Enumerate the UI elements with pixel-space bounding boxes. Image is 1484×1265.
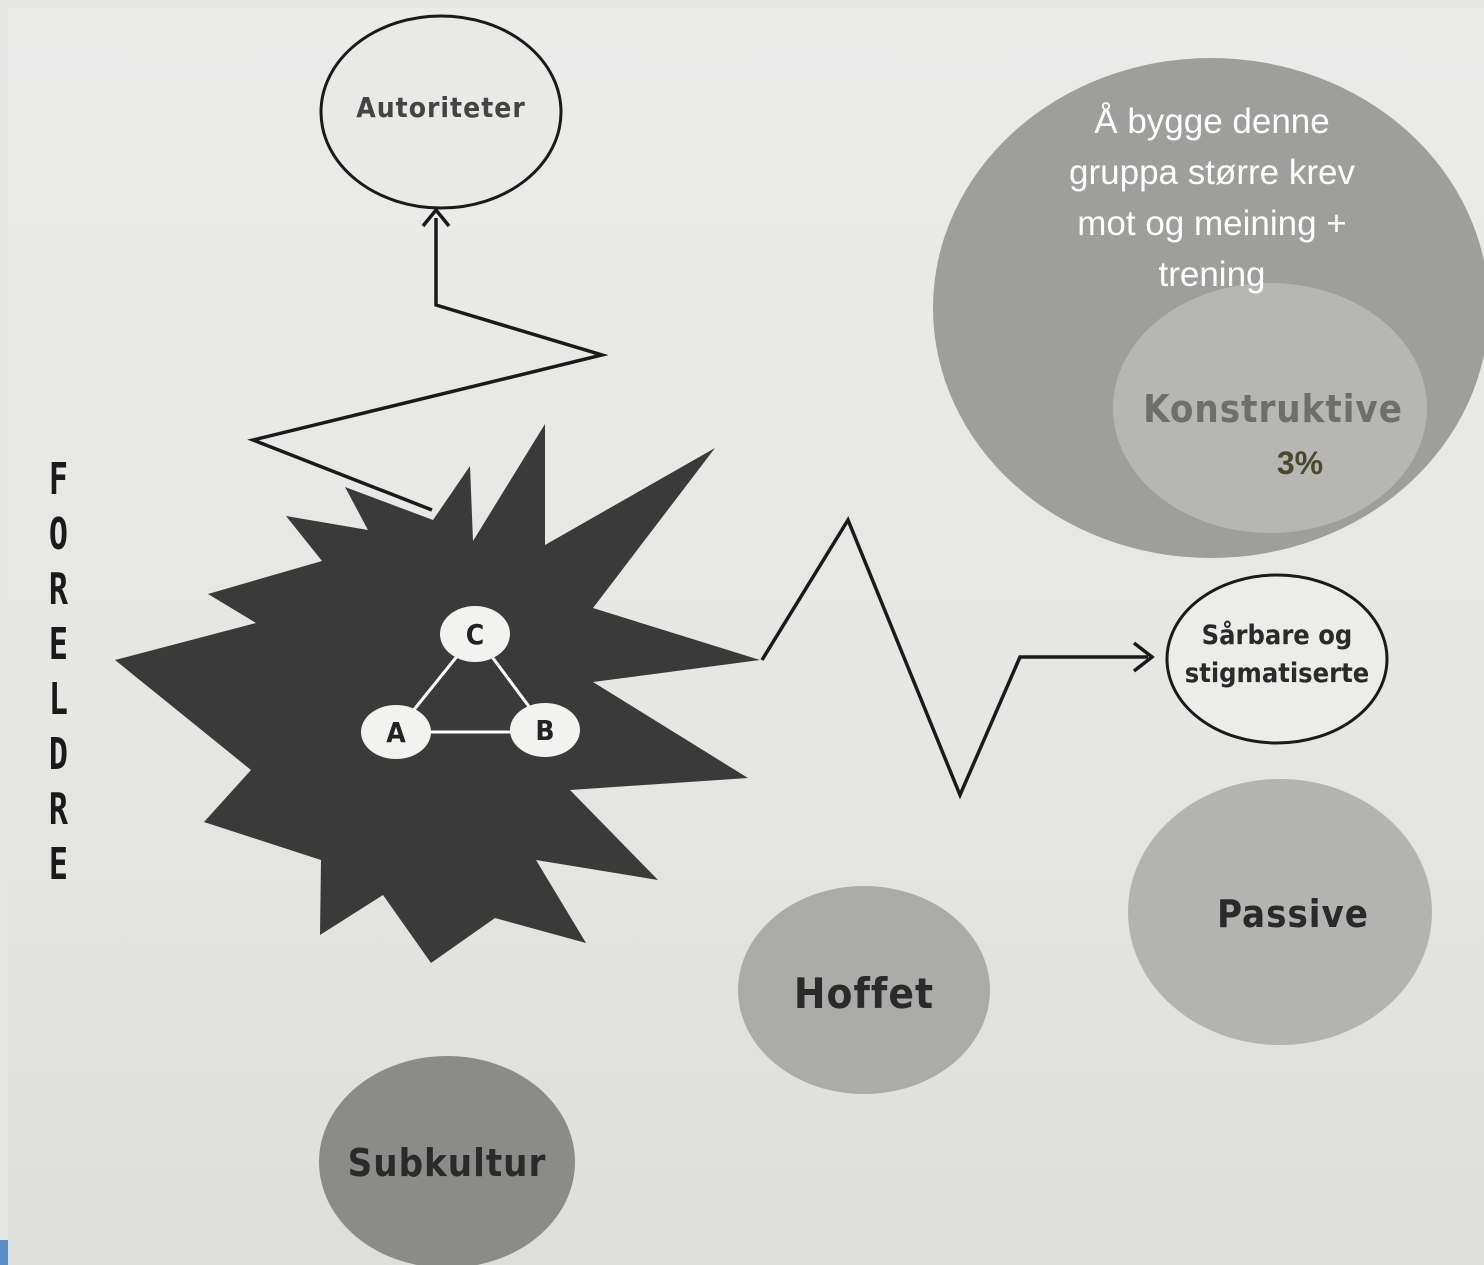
constructive-circle (1113, 283, 1427, 533)
node-b-label: B (535, 714, 554, 747)
vulnerable-circle (1165, 573, 1389, 745)
window-edge (0, 1240, 8, 1265)
constructive-label: Konstruktive (1143, 387, 1403, 431)
parents-letter: R (48, 784, 68, 835)
parents-letter: R (48, 564, 68, 615)
parents-vertical-label: F O R E L D R E (44, 452, 73, 892)
arrowhead-up (421, 207, 451, 228)
authorities-circle (319, 14, 563, 210)
zigzag-arrow-to-authorities (247, 218, 609, 512)
parents-letter: F (48, 454, 68, 505)
arrowhead-right (1132, 641, 1155, 673)
authorities-label: Autoriteter (356, 91, 526, 124)
court-circle (738, 886, 990, 1094)
node-a (361, 705, 431, 759)
node-c (440, 606, 510, 662)
conflict-star (115, 424, 760, 963)
node-b (510, 703, 580, 757)
node-c-label: C (466, 618, 484, 651)
parents-letter: O (48, 509, 68, 560)
subculture-label: Subkultur (348, 1141, 547, 1185)
parents-letter: L (48, 674, 68, 725)
constructive-percent: 3% (1277, 445, 1323, 481)
parents-letter: E (48, 839, 68, 890)
parents-letter: E (48, 619, 68, 670)
passive-circle (1128, 779, 1432, 1045)
vulnerable-label-line1: Sårbare og (1202, 619, 1353, 651)
zigzag-arrow-to-vulnerable (760, 516, 1148, 800)
node-a-label: A (386, 716, 406, 749)
passive-label: Passive (1217, 892, 1369, 936)
overlay-note-text: Å bygge denne gruppa større krev mot og … (1069, 102, 1355, 294)
vulnerable-label-line2: stigmatiserte (1185, 658, 1369, 689)
subculture-circle (319, 1056, 575, 1265)
court-label: Hoffet (794, 969, 934, 1018)
parents-letter: D (48, 729, 68, 780)
